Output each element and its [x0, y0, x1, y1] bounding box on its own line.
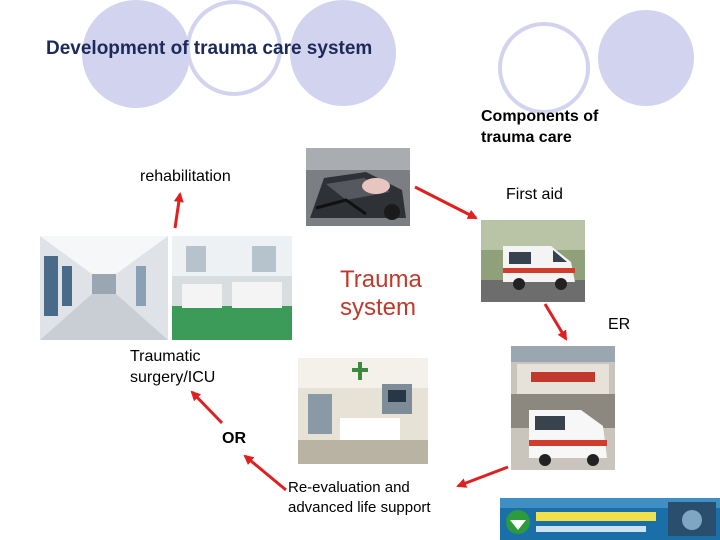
icu-room-photo [298, 358, 428, 464]
label-er: ER [608, 316, 631, 333]
components-label: Components of trauma care [481, 108, 599, 146]
label-rehabilitation: rehabilitation [140, 168, 231, 185]
label-or: OR [222, 430, 246, 447]
label-surgery-icu: Traumatic surgery/ICU [130, 348, 216, 386]
decor-circle-4 [498, 22, 590, 114]
decor-circle-3 [290, 0, 396, 106]
label-first-aid: First aid [506, 186, 563, 203]
slide-title: Development of trauma care system [46, 38, 373, 59]
car-crash-photo [306, 148, 410, 226]
ward-room-photo [172, 236, 292, 340]
label-reevaluation: Re-evaluation and advanced life support [288, 479, 431, 516]
hospital-corridor-photo [40, 236, 168, 340]
center-trauma-system: Trauma system [340, 266, 422, 321]
decor-circle-1 [82, 0, 190, 108]
decor-circle-2 [186, 0, 282, 96]
hospital-ambulance-photo [511, 346, 615, 470]
decor-circle-5 [598, 10, 694, 106]
hospital-logo [500, 498, 720, 540]
ambulance-photo [481, 220, 585, 302]
